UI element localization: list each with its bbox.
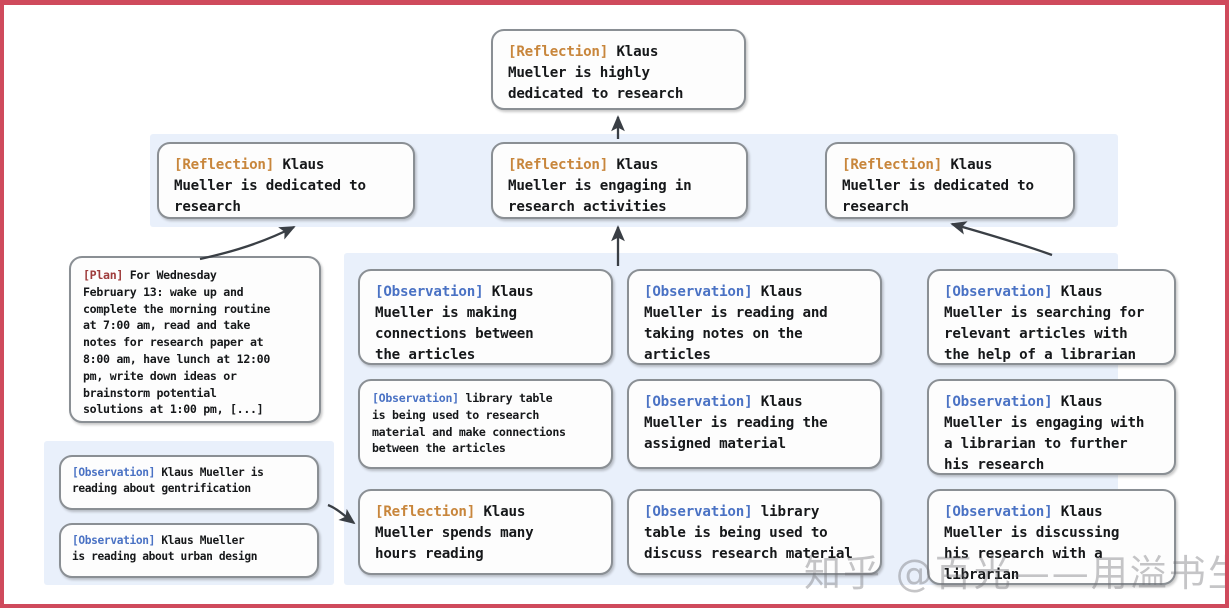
tag-observation: [Observation] <box>944 284 1053 300</box>
node-text: Klaus Mueller is searching for relevant … <box>944 284 1145 364</box>
node-obs-library-table-discuss[interactable]: [Observation] library table is being use… <box>627 489 882 575</box>
tag-observation: [Observation] <box>375 284 484 300</box>
node-obs-reading-taking-notes[interactable]: [Observation] Klaus Mueller is reading a… <box>627 269 882 365</box>
node-obs-discussing-research-librarian[interactable]: [Observation] Klaus Mueller is discussin… <box>927 489 1176 585</box>
tag-observation: [Observation] <box>944 504 1053 520</box>
tag-reflection: [Reflection] <box>174 157 275 173</box>
tag-observation: [Observation] <box>644 504 753 520</box>
arrow-column3-to-reflection-right <box>950 221 1053 257</box>
node-obs-engaging-librarian[interactable]: [Observation] Klaus Mueller is engaging … <box>927 379 1176 475</box>
tag-reflection: [Reflection] <box>375 504 476 520</box>
node-text: Klaus Mueller is reading and taking note… <box>644 284 828 364</box>
node-text: Klaus Mueller is dedicated to research <box>842 157 1034 216</box>
node-text: Klaus Mueller is making connections betw… <box>375 284 534 364</box>
node-text: For Wednesday February 13: wake up and c… <box>83 268 271 417</box>
node-obs-library-table-connections[interactable]: [Observation] library table is being use… <box>358 379 613 469</box>
node-text: Klaus Mueller is dedicated to research <box>174 157 366 216</box>
tag-reflection: [Reflection] <box>842 157 943 173</box>
tag-reflection: [Reflection] <box>508 44 609 60</box>
node-reflection-right[interactable]: [Reflection] Klaus Mueller is dedicated … <box>825 142 1075 219</box>
node-text: Klaus Mueller spends many hours reading <box>375 504 534 563</box>
tag-observation: [Observation] <box>644 394 753 410</box>
node-root-reflection[interactable]: [Reflection] Klaus Mueller is highly ded… <box>491 29 746 110</box>
node-reflection-left[interactable]: [Reflection] Klaus Mueller is dedicated … <box>157 142 415 219</box>
tag-plan: [Plan] <box>83 268 124 282</box>
node-obs-gentrification[interactable]: [Observation] Klaus Mueller is reading a… <box>59 455 319 510</box>
tag-observation: [Observation] <box>644 284 753 300</box>
tag-observation: [Observation] <box>372 391 459 405</box>
node-text: Klaus Mueller is reading the assigned ma… <box>644 394 828 453</box>
arrow-plan-to-reflection-left <box>199 225 296 261</box>
tag-observation: [Observation] <box>944 394 1053 410</box>
node-obs-reading-assigned-material[interactable]: [Observation] Klaus Mueller is reading t… <box>627 379 882 469</box>
node-text: Klaus Mueller is engaging in research ac… <box>508 157 692 216</box>
node-text: Klaus Mueller is reading about urban des… <box>72 534 258 563</box>
node-text: Klaus Mueller is discussing his research… <box>944 504 1120 584</box>
tag-observation: [Observation] <box>72 466 156 479</box>
node-plan[interactable]: [Plan] For Wednesday February 13: wake u… <box>69 256 321 423</box>
tag-reflection: [Reflection] <box>508 157 609 173</box>
node-text: library table is being used to discuss r… <box>644 504 853 563</box>
node-obs-urban-design[interactable]: [Observation] Klaus Mueller is reading a… <box>59 523 319 578</box>
tag-observation: [Observation] <box>72 534 156 547</box>
node-text: Klaus Mueller is reading about gentrific… <box>72 466 264 495</box>
node-text: Klaus Mueller is highly dedicated to res… <box>508 44 684 103</box>
node-obs-searching-relevant-articles[interactable]: [Observation] Klaus Mueller is searching… <box>927 269 1176 365</box>
node-text: Klaus Mueller is engaging with a librari… <box>944 394 1145 474</box>
node-text: library table is being used to research … <box>372 391 566 456</box>
node-obs-making-connections[interactable]: [Observation] Klaus Mueller is making co… <box>358 269 613 365</box>
node-reflection-spends-hours-reading[interactable]: [Reflection] Klaus Mueller spends many h… <box>358 489 613 575</box>
node-reflection-middle[interactable]: [Reflection] Klaus Mueller is engaging i… <box>491 142 748 219</box>
